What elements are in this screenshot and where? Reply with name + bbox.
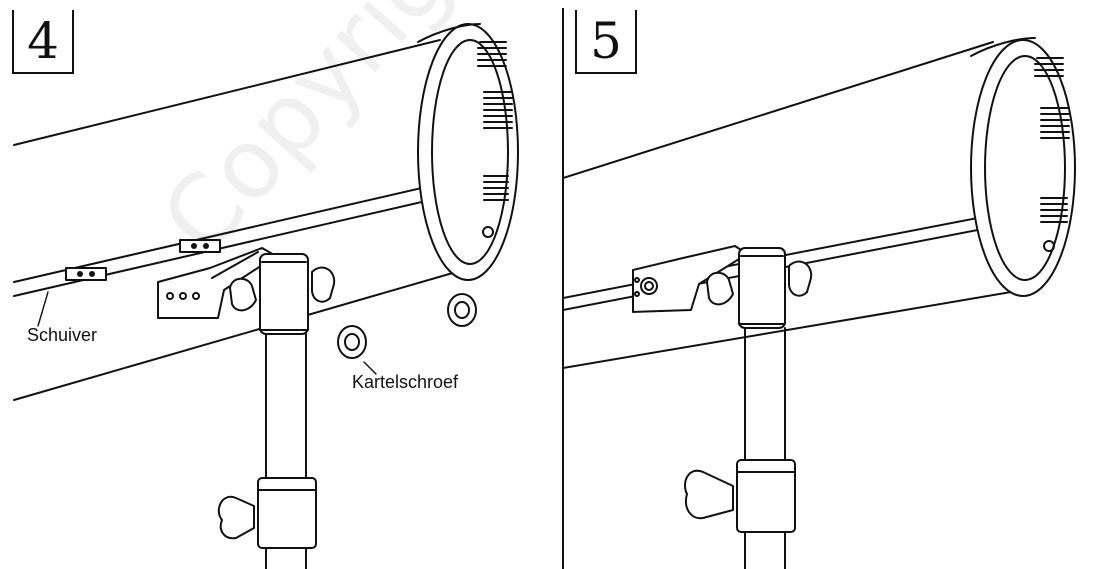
- end-cap-inner: [984, 55, 1066, 281]
- end-cap-screw: [482, 226, 494, 238]
- cooling-vents: [1034, 57, 1070, 223]
- light-rail-upper: [13, 177, 466, 283]
- step-5-panel: 5: [563, 0, 1105, 569]
- step-number-box: 4: [12, 10, 74, 74]
- cooling-vents: [477, 41, 513, 201]
- end-cap-rim: [970, 37, 1036, 57]
- light-body-top-edge: [563, 41, 994, 179]
- lower-clamp-knob: [684, 469, 734, 520]
- slider-right: [179, 239, 221, 253]
- lower-clamp-knob: [217, 495, 255, 540]
- light-body-bottom-edge: [13, 267, 471, 401]
- end-cap-screw: [1043, 240, 1055, 252]
- step-5-illustration: [563, 37, 1076, 569]
- light-body-top-edge: [13, 39, 441, 146]
- lower-clamp: [736, 459, 796, 533]
- step-number: 4: [27, 12, 59, 70]
- panel-divider: [562, 8, 564, 569]
- leader-line-schuiver: [37, 291, 49, 327]
- end-cap-outer: [970, 39, 1076, 297]
- step-4-panel: 4 Schuiver Kartelschroef Copyrighted: [12, 0, 563, 569]
- clamp-knob-left: [706, 271, 734, 306]
- end-cap-inner: [431, 39, 509, 265]
- slider-label: Schuiver: [27, 325, 98, 345]
- step-4-illustration: [13, 23, 519, 569]
- clamp-knob-left: [229, 277, 257, 312]
- lower-clamp: [257, 477, 317, 549]
- slider-left: [65, 267, 107, 281]
- knurled-screw-left: [337, 325, 367, 359]
- leader-line-kartelschroef: [363, 361, 377, 375]
- mounting-bracket: [632, 245, 748, 313]
- clamp-knob-right: [788, 260, 813, 297]
- step-number: 5: [590, 12, 622, 70]
- clamp-head: [259, 253, 309, 335]
- light-body-bottom-edge: [563, 289, 1024, 369]
- mounting-bracket: [157, 247, 277, 319]
- clamp-knob-right: [311, 266, 336, 303]
- clamp-head: [738, 247, 786, 329]
- knurled-screw-right: [447, 293, 477, 327]
- end-cap-rim: [417, 23, 481, 43]
- step-number-box: 5: [575, 10, 637, 74]
- knurled-screw-label: Kartelschroef: [352, 372, 459, 392]
